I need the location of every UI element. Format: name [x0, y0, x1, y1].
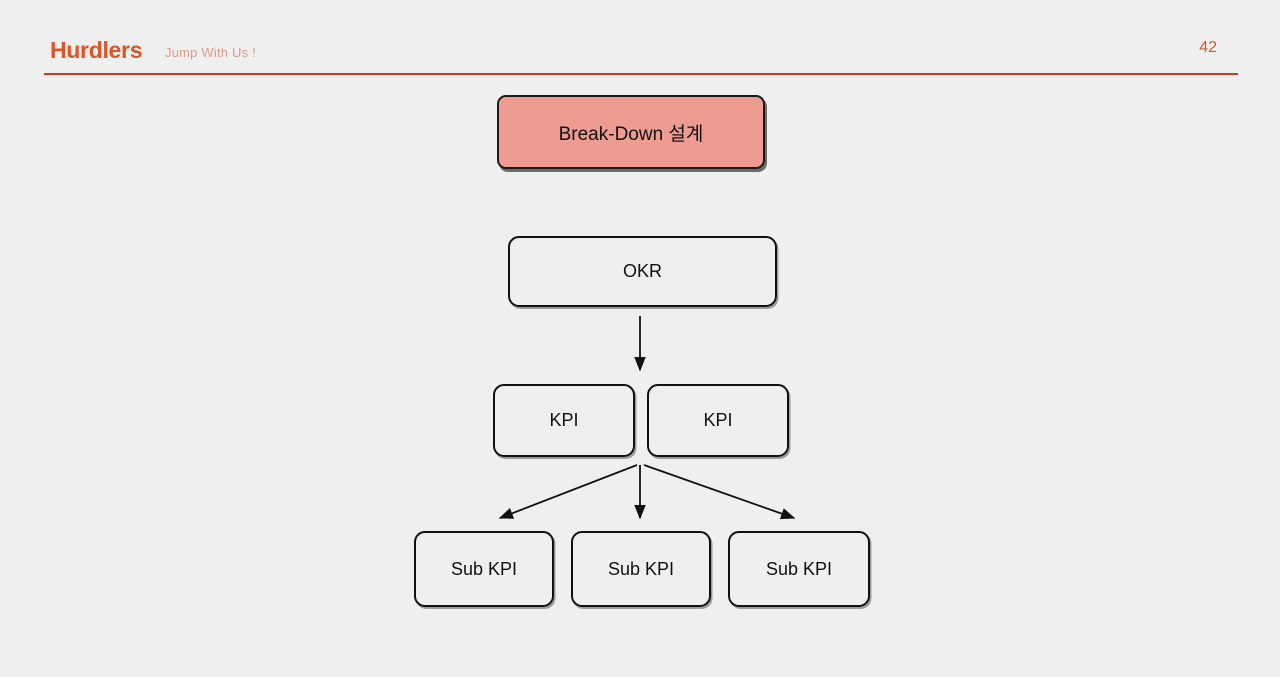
header-divider — [44, 73, 1238, 75]
diagram-node-kpi-2: KPI — [647, 384, 789, 457]
diagram-node-sub-kpi-2: Sub KPI — [571, 531, 711, 607]
slide-title-box: Break-Down 설계 — [497, 95, 765, 169]
diagram-node-sub-kpi-3: Sub KPI — [728, 531, 870, 607]
diagram-node-okr: OKR — [508, 236, 777, 307]
diagram-node-kpi-1: KPI — [493, 384, 635, 457]
edge-kpi-to-sub-kpi-1 — [498, 464, 638, 519]
brand-tagline: Jump With Us ! — [165, 45, 256, 60]
diagram-node-sub-kpi-1: Sub KPI — [414, 531, 554, 607]
slide-header: Hurdlers Jump With Us ! 42 — [0, 0, 1280, 80]
edge-kpi-to-sub-kpi-3 — [643, 464, 796, 520]
brand-logo: Hurdlers — [50, 37, 143, 63]
page-number: 42 — [1199, 39, 1217, 56]
